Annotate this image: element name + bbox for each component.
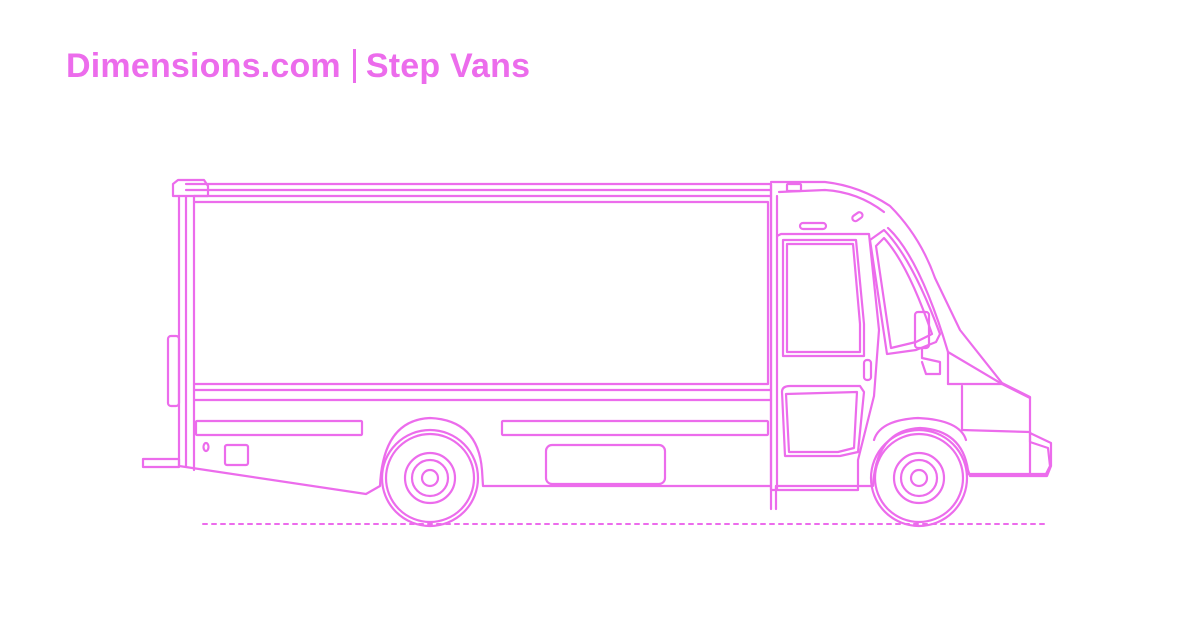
site-name: Dimensions.com xyxy=(66,47,341,85)
cab xyxy=(769,180,1053,511)
page-name: Step Vans xyxy=(365,47,531,85)
cargo-body xyxy=(141,178,773,496)
page-title: Dimensions.com Step Vans xyxy=(66,44,530,88)
rear-wheel xyxy=(380,428,480,528)
front-wheel xyxy=(869,428,969,528)
title-divider xyxy=(352,49,356,83)
